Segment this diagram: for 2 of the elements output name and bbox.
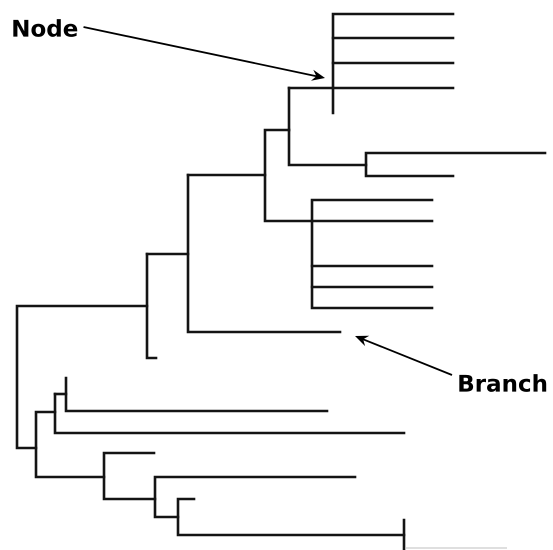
callout-label: Node	[13, 19, 78, 37]
callout-label: Branch	[459, 374, 546, 392]
